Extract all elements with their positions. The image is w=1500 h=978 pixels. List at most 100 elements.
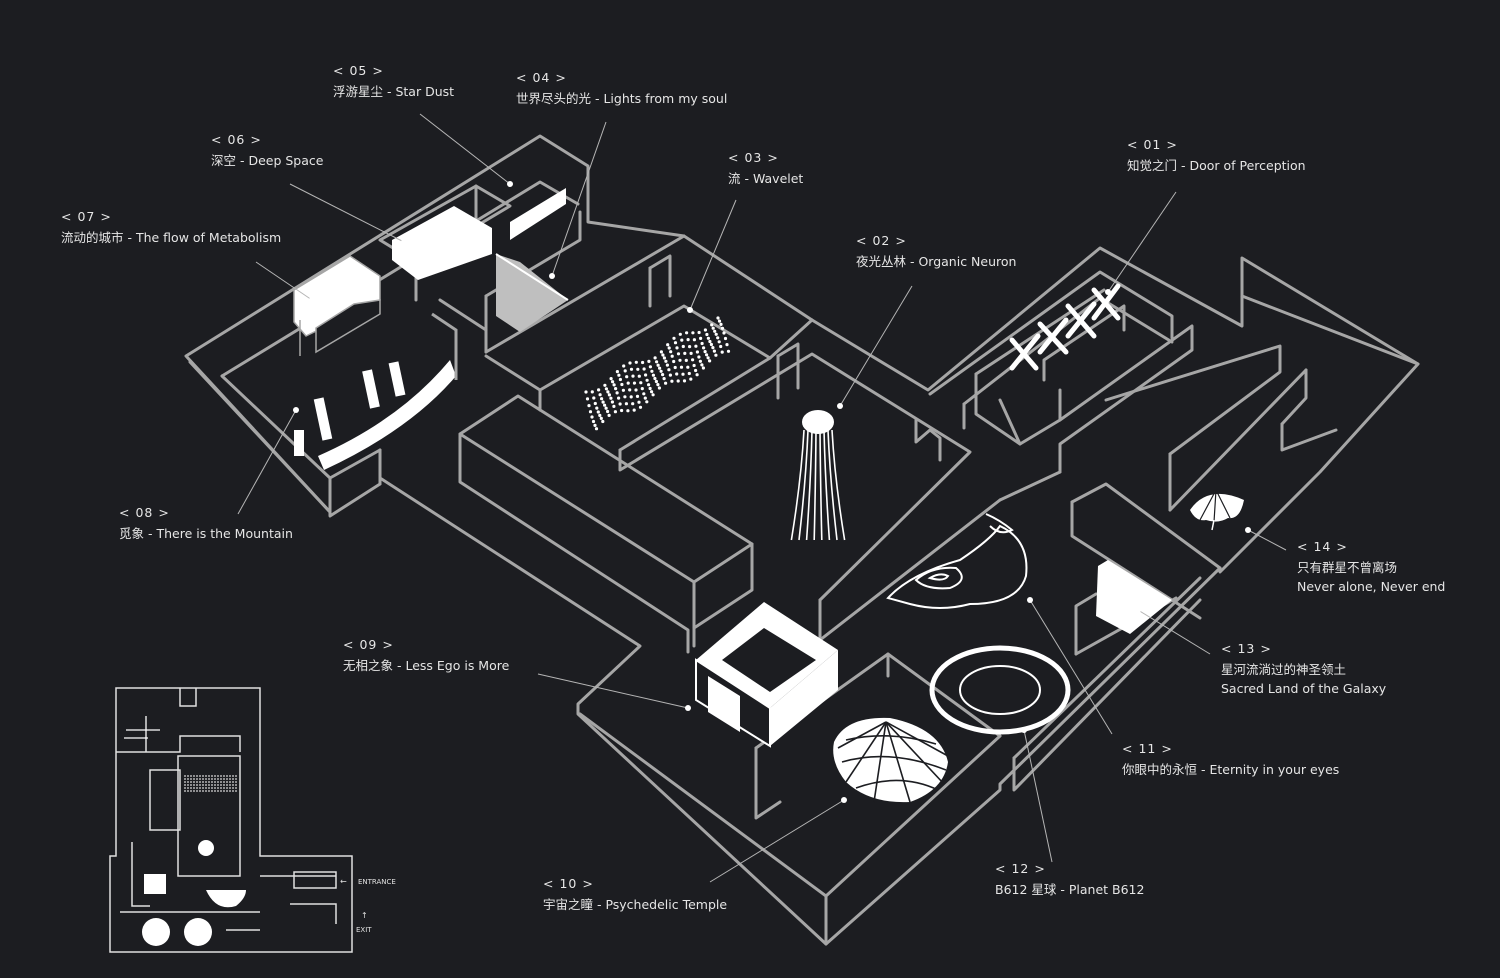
- label-exhibit-09: < 09 > 无相之象 - Less Ego is More: [343, 637, 509, 675]
- wave-dot: [656, 383, 660, 387]
- wave-dot: [642, 392, 646, 396]
- wave-dot: [636, 367, 640, 371]
- wave-dot: [706, 356, 710, 360]
- wave-dot: [713, 329, 717, 333]
- wave-dot: [719, 344, 723, 349]
- wave-dot: [717, 340, 721, 344]
- exhibit-10-number: < 10 >: [543, 876, 594, 891]
- wave-dot: [684, 358, 688, 362]
- curved-wall-08: [294, 312, 458, 470]
- exhibit-05-title: 浮游星尘 - Star Dust: [333, 83, 455, 99]
- wave-dot: [686, 338, 690, 342]
- label-exhibit-11: < 11 > 你眼中的永恒 - Eternity in your eyes: [1122, 741, 1339, 779]
- mini-map-shapes: [124, 729, 246, 946]
- wave-dot: [628, 361, 632, 365]
- wave-dot: [672, 336, 676, 340]
- wave-dot: [603, 403, 607, 407]
- wave-dot: [700, 363, 704, 367]
- wave-dot: [689, 377, 693, 381]
- tendril: [831, 429, 846, 541]
- wave-dot: [662, 377, 666, 381]
- wave-dot: [672, 359, 676, 364]
- wave-dot: [694, 344, 698, 348]
- wave-dot: [621, 388, 626, 392]
- wave-dot: [678, 358, 682, 362]
- wave-dot: [687, 371, 691, 376]
- wave-dot: [695, 350, 700, 354]
- wave-dot: [617, 373, 621, 377]
- tendril: [805, 429, 813, 541]
- wave-dot: [708, 359, 712, 363]
- wave-dot: [626, 381, 630, 385]
- exhibit-14-title: 只有群星不曾离场: [1297, 559, 1398, 575]
- exhibit-02-number: < 02 >: [856, 233, 907, 248]
- wave-dot: [606, 409, 610, 414]
- wave-dot: [675, 346, 679, 350]
- dome-10: [833, 717, 949, 803]
- wave-dot: [612, 404, 616, 408]
- wave-dot: [699, 336, 703, 340]
- wave-dot: [695, 373, 699, 377]
- wave-dot: [638, 405, 643, 409]
- wave-field-03: [584, 316, 731, 431]
- wave-dot: [668, 373, 673, 377]
- wave-dot: [585, 397, 590, 401]
- wave-dot: [642, 367, 646, 371]
- wave-dot: [644, 373, 648, 377]
- exhibit-09-number: < 09 >: [343, 637, 394, 652]
- wave-dot: [590, 390, 594, 394]
- wave-dot: [637, 400, 641, 404]
- wave-dot: [593, 401, 597, 406]
- wave-dot: [597, 388, 601, 392]
- wave-dot: [643, 396, 647, 400]
- minimap-entrance-arrow: ←: [340, 877, 347, 886]
- wave-dot: [614, 387, 618, 391]
- wave-dot: [654, 379, 659, 384]
- exhibit-05-number: < 05 >: [333, 63, 384, 78]
- wave-dot: [650, 390, 654, 394]
- wave-dot: [705, 353, 709, 357]
- label-exhibit-07: < 07 > 流动的城市 - The flow of Metabolism: [61, 209, 281, 247]
- label-exhibit-04: < 04 > 世界尽头的光 - Lights from my soul: [516, 70, 727, 108]
- wave-dot: [694, 368, 698, 373]
- wave-dot: [657, 386, 662, 390]
- wave-dot: [609, 377, 613, 381]
- wave-dot: [647, 383, 651, 387]
- wave-dot: [651, 393, 655, 397]
- wave-dot: [607, 393, 612, 397]
- tendril: [819, 429, 823, 541]
- panel-13: [1096, 560, 1172, 634]
- wave-dot: [650, 369, 654, 373]
- wave-dot: [622, 364, 626, 368]
- label-exhibit-13: < 13 > 星河流淌过的神圣领土 Sacred Land of the Gal…: [1221, 641, 1386, 698]
- wave-dot: [599, 416, 603, 420]
- wave-dot: [698, 359, 703, 363]
- wave-dot: [675, 372, 679, 376]
- wave-dot: [648, 365, 653, 369]
- mini-map: [109, 687, 353, 953]
- wave-dot: [714, 332, 718, 336]
- wave-dot: [620, 408, 624, 413]
- exhibit-10-title: 宇宙之瞳 - Psychedelic Temple: [543, 896, 728, 912]
- wave-dot: [609, 396, 613, 400]
- wave-dot: [664, 381, 668, 385]
- wave-dot: [584, 390, 588, 394]
- panels-06: [392, 188, 566, 280]
- exhibit-06-number: < 06 >: [211, 132, 262, 147]
- wave-dot: [613, 410, 618, 414]
- label-exhibit-02: < 02 > 夜光丛林 - Organic Neuron: [856, 233, 1016, 271]
- wave-dot: [722, 331, 726, 335]
- exhibit-11-number: < 11 >: [1122, 741, 1173, 756]
- wave-dot: [711, 326, 715, 330]
- wave-dot: [611, 380, 615, 384]
- wave-dot: [688, 345, 692, 349]
- wave-dot: [591, 419, 596, 424]
- exhibit-04-number: < 04 >: [516, 70, 567, 85]
- wave-dot: [692, 363, 696, 368]
- wave-dot: [647, 359, 651, 363]
- wave-dot: [708, 339, 712, 344]
- umbrella-14: [1190, 489, 1244, 531]
- label-exhibit-10: < 10 > 宇宙之瞳 - Psychedelic Temple: [543, 876, 727, 914]
- wave-dot: [725, 343, 729, 347]
